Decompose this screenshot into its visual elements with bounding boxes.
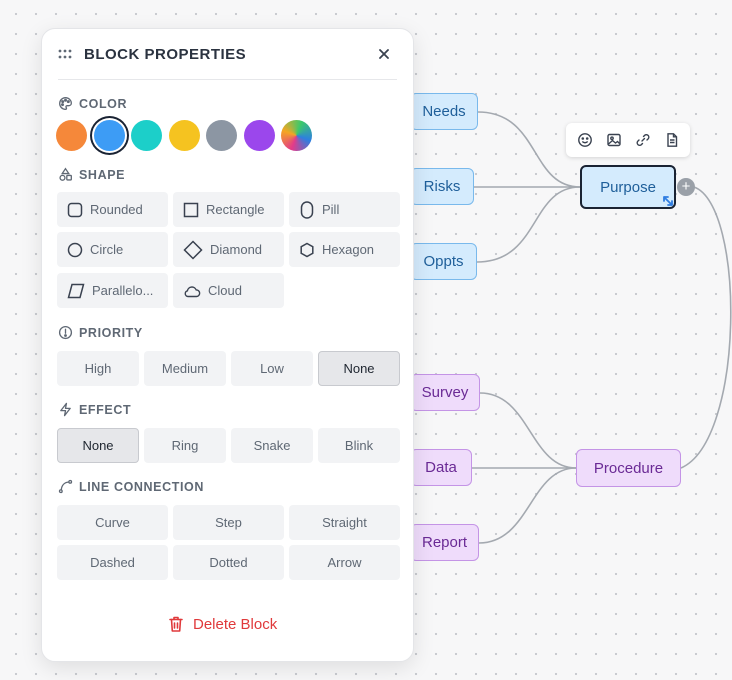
cloud-icon	[184, 285, 201, 297]
color-swatch-purple[interactable]	[244, 120, 275, 151]
panel-title: BLOCK PROPERTIES	[84, 45, 247, 63]
node-purpose[interactable]: Purpose	[580, 165, 676, 209]
shape-cloud[interactable]: Cloud	[173, 273, 284, 308]
shape-pill[interactable]: Pill	[289, 192, 400, 227]
panel-header: BLOCK PROPERTIES	[58, 29, 397, 80]
priority-low[interactable]: Low	[231, 351, 313, 386]
node-report[interactable]: Report	[410, 524, 479, 561]
add-child-icon[interactable]: +	[677, 178, 695, 196]
line-straight[interactable]: Straight	[289, 505, 400, 540]
parallelogram-icon	[67, 283, 85, 298]
shape-circle[interactable]: Circle	[57, 232, 168, 267]
hexagon-icon	[300, 242, 314, 257]
note-icon[interactable]	[659, 127, 685, 153]
effect-blink[interactable]: Blink	[318, 428, 400, 463]
shape-rounded[interactable]: Rounded	[57, 192, 168, 227]
section-shape-label: SHAPE	[58, 167, 125, 182]
block-properties-panel: BLOCK PROPERTIES COLOR SHAPE Rounded Rec…	[41, 28, 414, 662]
node-purpose-label: Purpose	[600, 178, 656, 196]
priority-high[interactable]: High	[57, 351, 139, 386]
rounded-square-icon	[67, 202, 83, 217]
curve-line-icon	[58, 479, 73, 494]
shape-diamond[interactable]: Diamond	[173, 232, 284, 267]
node-risks[interactable]: Risks	[410, 168, 474, 205]
priority-none[interactable]: None	[318, 351, 400, 386]
node-needs[interactable]: Needs	[410, 93, 478, 130]
node-survey[interactable]: Survey	[410, 374, 480, 411]
effect-snake[interactable]: Snake	[231, 428, 313, 463]
edge-report-procedure	[478, 467, 577, 544]
pill-icon	[300, 200, 314, 219]
shape-parallelogram[interactable]: Parallelo...	[57, 273, 168, 308]
palette-icon	[59, 97, 72, 110]
line-arrow[interactable]: Arrow	[289, 545, 400, 580]
square-icon	[183, 202, 199, 217]
section-color-label: COLOR	[58, 96, 127, 111]
edge-survey-procedure	[479, 392, 577, 469]
priority-medium[interactable]: Medium	[144, 351, 226, 386]
edge-purpose-root	[680, 186, 732, 469]
node-data[interactable]: Data	[410, 449, 472, 486]
diamond-icon	[183, 239, 203, 260]
color-swatch-gray[interactable]	[206, 120, 237, 151]
node-procedure[interactable]: Procedure	[576, 449, 681, 487]
color-swatch-yellow[interactable]	[169, 120, 200, 151]
emoji-icon[interactable]	[572, 127, 598, 153]
resize-handle-icon[interactable]	[661, 194, 675, 208]
effect-none[interactable]: None	[57, 428, 139, 463]
circle-icon	[67, 242, 83, 257]
line-curve[interactable]: Curve	[57, 505, 168, 540]
shape-hexagon[interactable]: Hexagon	[289, 232, 400, 267]
color-swatch-teal[interactable]	[131, 120, 162, 151]
drag-handle-icon[interactable]	[58, 49, 72, 59]
section-priority-label: PRIORITY	[58, 325, 143, 340]
trash-icon	[169, 616, 183, 632]
alert-circle-icon	[58, 325, 73, 340]
shape-rectangle[interactable]: Rectangle	[173, 192, 284, 227]
effect-ring[interactable]: Ring	[144, 428, 226, 463]
color-swatch-gradient[interactable]	[281, 120, 312, 151]
line-dashed[interactable]: Dashed	[57, 545, 168, 580]
color-swatch-blue[interactable]	[94, 120, 125, 151]
line-step[interactable]: Step	[173, 505, 284, 540]
lightning-icon	[60, 402, 71, 417]
section-effect-label: EFFECT	[58, 402, 131, 417]
image-icon[interactable]	[601, 127, 627, 153]
section-line-label: LINE CONNECTION	[58, 479, 204, 494]
color-swatch-orange[interactable]	[56, 120, 87, 151]
close-icon[interactable]	[377, 47, 391, 61]
shapes-icon	[59, 167, 72, 181]
node-oppts[interactable]: Oppts	[410, 243, 477, 280]
delete-block-button[interactable]: Delete Block	[168, 615, 277, 633]
line-dotted[interactable]: Dotted	[173, 545, 284, 580]
edge-needs-purpose	[477, 111, 581, 188]
node-toolbar	[566, 123, 690, 157]
edge-oppts-purpose	[476, 186, 581, 263]
link-icon[interactable]	[630, 127, 656, 153]
